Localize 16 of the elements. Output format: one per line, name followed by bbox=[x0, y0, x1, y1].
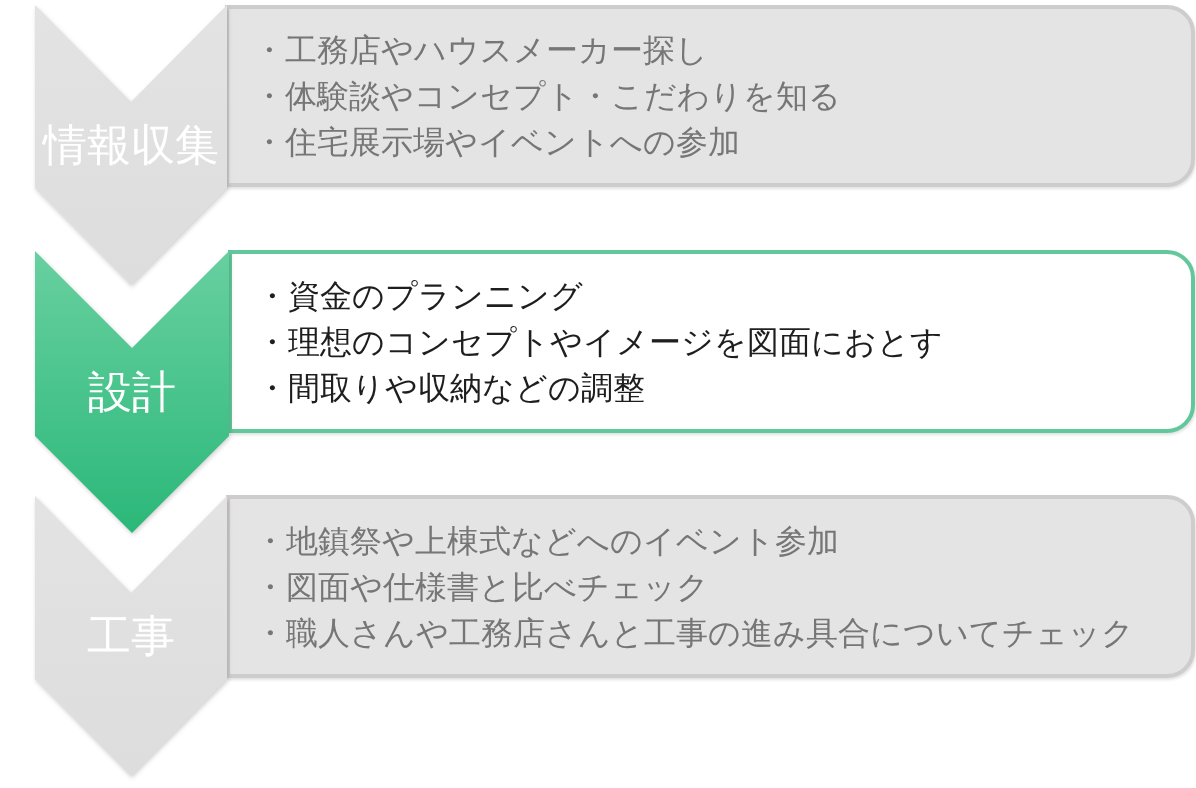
bullet-item: ・職人さんや工務店さんと工事の進み具合についてチェック bbox=[254, 612, 1134, 654]
step-title: 設計 bbox=[88, 365, 176, 419]
text-panel bbox=[228, 250, 1195, 433]
text-panel bbox=[226, 495, 1195, 678]
chevron-step bbox=[35, 5, 227, 285]
bullet-item: ・資金のプランニング bbox=[256, 275, 583, 317]
chevron-step bbox=[35, 496, 227, 776]
bullet-item: ・間取りや収納などの調整 bbox=[256, 367, 645, 409]
bullet-item: ・住宅展示場やイベントへの参加 bbox=[253, 122, 740, 163]
bullet-item: ・地鎮祭や上棟式などへのイベント参加 bbox=[254, 520, 839, 562]
text-panel bbox=[225, 5, 1195, 187]
chevron-step bbox=[35, 251, 229, 533]
bullet-item: ・工務店やハウスメーカー探し bbox=[253, 30, 708, 71]
bullet-item: ・理想のコンセプトやイメージを図面におとす bbox=[256, 321, 943, 363]
bullet-item: ・体験談やコンセプト・こだわりを知る bbox=[253, 76, 841, 117]
bullet-item: ・図面や仕様書と比べチェック bbox=[254, 566, 709, 608]
